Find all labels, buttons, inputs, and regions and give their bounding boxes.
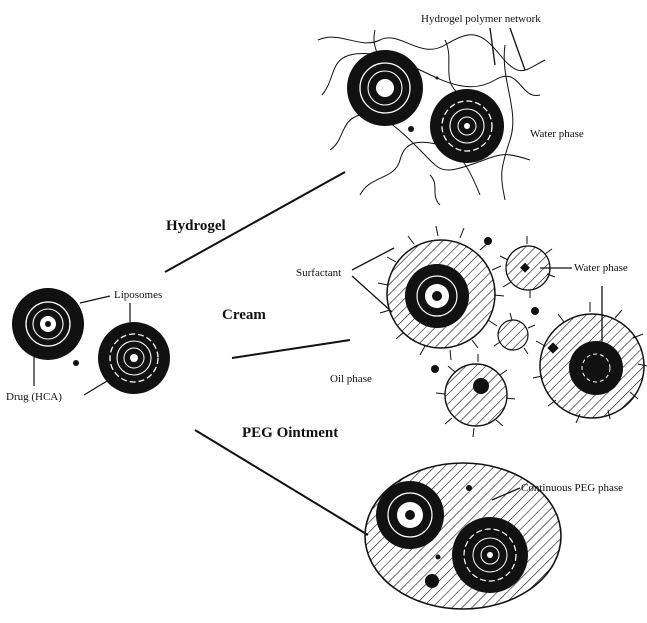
continuous-peg-label: Continuous PEG phase bbox=[521, 482, 623, 494]
cream-heading: Cream bbox=[222, 307, 266, 323]
liposome-left bbox=[12, 288, 84, 360]
drug-molecule bbox=[466, 485, 472, 491]
peg-ointment-heading: PEG Ointment bbox=[242, 425, 338, 441]
network-pointer-2 bbox=[510, 28, 525, 70]
hydrogel-liposome-2 bbox=[430, 89, 504, 163]
peg-liposome-1 bbox=[376, 481, 444, 549]
liposomes-label: Liposomes bbox=[114, 289, 162, 301]
liposome-right bbox=[98, 322, 170, 394]
water-phase-label-top: Water phase bbox=[530, 128, 584, 140]
drug-molecule bbox=[73, 360, 79, 366]
drug-molecule bbox=[425, 574, 439, 588]
surfactant-label: Surfactant bbox=[296, 267, 341, 279]
drug-label: Drug (HCA) bbox=[6, 391, 62, 403]
drug-molecule bbox=[484, 237, 492, 245]
cream-droplet-small bbox=[500, 236, 555, 298]
ointment-connector-line bbox=[195, 430, 368, 535]
hydrogel-heading: Hydrogel bbox=[166, 218, 226, 234]
drug-molecule bbox=[408, 126, 414, 132]
cream-droplet-bottom bbox=[436, 354, 515, 437]
cream-droplet-tiny bbox=[494, 313, 535, 354]
drug-molecule bbox=[436, 77, 439, 80]
liposomes-pointer-left bbox=[80, 296, 110, 303]
cream-droplet-large bbox=[378, 226, 504, 360]
drug-molecule bbox=[531, 307, 539, 315]
oil-phase-label: Oil phase bbox=[330, 373, 372, 385]
surfactant-pointer-1 bbox=[352, 248, 394, 270]
drug-pointer-right bbox=[84, 378, 112, 395]
water-phase-label-cream: Water phase bbox=[574, 262, 628, 274]
hydrogel-network-label: Hydrogel polymer network bbox=[421, 13, 541, 25]
drug-molecule bbox=[431, 365, 439, 373]
cream-droplet-right bbox=[533, 302, 647, 423]
surfactant-pointer-2 bbox=[352, 276, 392, 312]
drug-molecule bbox=[436, 555, 441, 560]
peg-liposome-2 bbox=[452, 517, 528, 593]
hydrogel-liposome-1 bbox=[347, 50, 423, 126]
cream-connector-line bbox=[232, 340, 350, 358]
network-pointer bbox=[490, 28, 495, 65]
